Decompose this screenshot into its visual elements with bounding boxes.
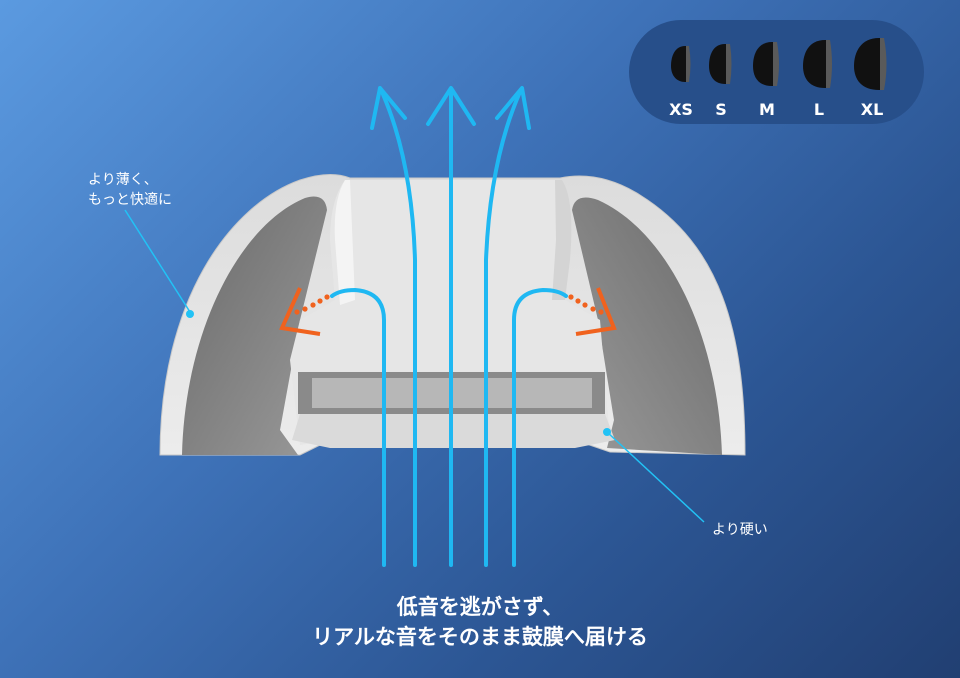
sound-flow-lines — [330, 86, 568, 567]
callout-thinner-line2: もっと快適に — [88, 192, 172, 208]
caption-line1: 低音を逃がさず、 — [396, 595, 564, 619]
stem-right-face — [552, 180, 572, 300]
size-label: S — [715, 100, 727, 119]
right-cavity-shadow — [572, 197, 722, 456]
caption-line2: リアルな音をそのまま鼓膜へ届ける — [312, 625, 648, 649]
callout-harder: より硬い — [712, 522, 768, 538]
size-item-s: S — [693, 20, 749, 124]
left-flex-arrow — [279, 287, 330, 336]
flow-line-right-outer — [512, 288, 568, 567]
arrowhead-right — [495, 86, 531, 130]
size-item-xl: XL — [844, 20, 900, 124]
size-label: L — [813, 100, 825, 119]
eartip-xl-icon — [854, 38, 887, 90]
flow-line-left — [380, 90, 417, 567]
caption: 低音を逃がさず、 リアルな音をそのまま鼓膜へ届ける — [0, 592, 960, 652]
callout-harder-leader — [603, 428, 705, 523]
callout-thinner-leader — [124, 209, 194, 318]
size-label: M — [759, 100, 775, 119]
size-lineup-panel: XS S M L XL — [629, 20, 924, 124]
size-item-xs: XS — [653, 20, 709, 124]
left-cavity-shadow — [182, 196, 327, 455]
eartip-m-icon — [753, 42, 779, 86]
arrowhead-center — [426, 86, 476, 126]
right-flex-arrow — [568, 287, 617, 336]
eartip-s-icon — [709, 44, 732, 84]
eartip-xs-icon — [671, 46, 691, 82]
flow-line-left-outer — [330, 288, 386, 567]
stem-left-face — [334, 180, 355, 305]
arrowhead-left — [370, 86, 407, 130]
lower-ring — [292, 414, 615, 448]
eartip-l-icon — [803, 40, 832, 88]
size-item-l: L — [791, 20, 847, 124]
size-label: XS — [669, 100, 693, 119]
size-item-m: M — [739, 20, 795, 124]
size-label: XL — [860, 100, 884, 119]
callout-thinner: より薄く、 もっと快適に — [88, 170, 172, 210]
flow-line-right — [484, 90, 522, 567]
callout-thinner-line1: より薄く、 — [88, 172, 158, 188]
